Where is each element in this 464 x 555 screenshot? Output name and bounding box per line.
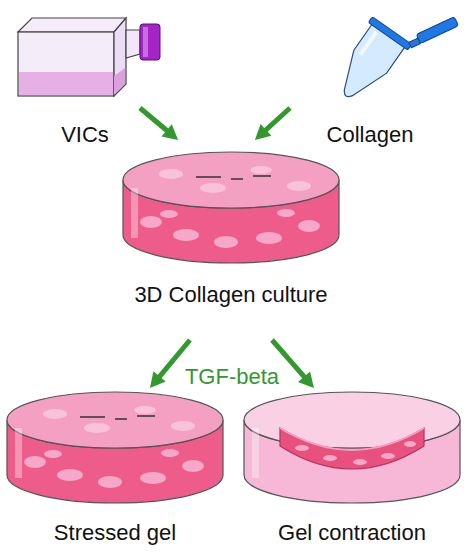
arrow-head (298, 371, 314, 388)
contracted-dish (244, 392, 460, 503)
arrow-shaft (264, 108, 290, 132)
tube-node: Collagen (290, 0, 450, 150)
flow-arrow (140, 108, 178, 140)
flow-arrow (150, 340, 190, 388)
arrow-head (150, 371, 166, 388)
dish-node: Stressed gel (0, 388, 230, 550)
collagen-tube (326, 0, 461, 126)
arrow-head (255, 124, 271, 140)
treatment-label: TGF-beta (185, 364, 279, 390)
node-label: Gel contraction (278, 520, 426, 546)
node-label: VICs (61, 122, 109, 148)
stressed-dish (7, 392, 223, 503)
arrow-shaft (140, 108, 169, 132)
flow-arrow (255, 108, 290, 140)
arrow-head (161, 124, 178, 140)
node-label: Collagen (327, 122, 414, 148)
culture-flask (18, 18, 160, 96)
culture-dish (123, 152, 339, 263)
dish-node: Gel contraction (240, 388, 464, 550)
flask-node: VICs (30, 0, 140, 150)
node-label: Stressed gel (54, 520, 176, 546)
node-label: 3D Collagen culture (134, 282, 327, 308)
dish-node: 3D Collagen culture (115, 140, 347, 340)
